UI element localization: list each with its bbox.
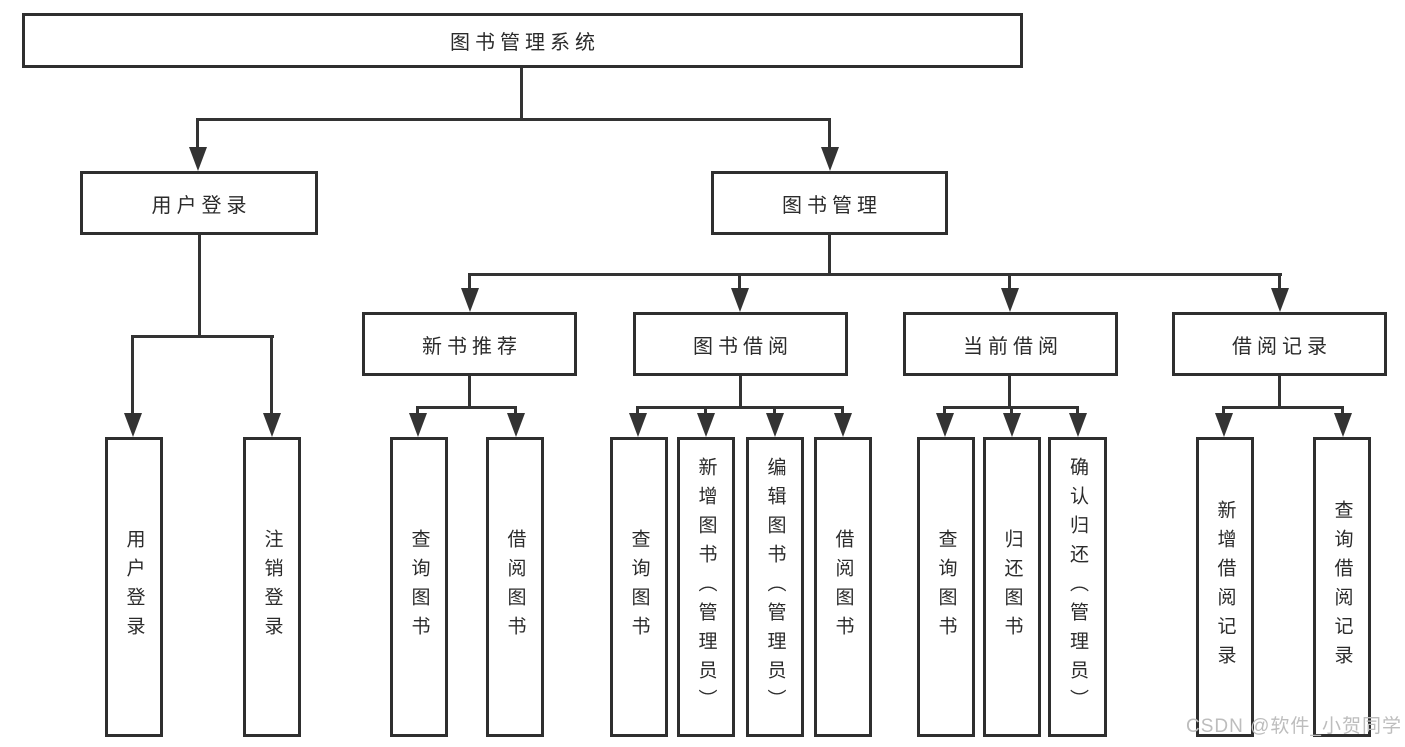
- connector-line: [828, 118, 831, 147]
- connector-line: [773, 406, 776, 413]
- connector-line: [131, 335, 274, 338]
- arrow-down-icon: [189, 147, 207, 171]
- arrow-down-icon: [834, 413, 852, 437]
- leaf-logout-login-label: 注销登录: [261, 529, 283, 645]
- arrow-down-icon: [1215, 413, 1233, 437]
- leaf-return-books: 归还图书: [983, 437, 1041, 737]
- leaf-confirm-return-admin: 确认归还（管理员）: [1048, 437, 1107, 737]
- arrow-down-icon: [124, 413, 142, 437]
- leaf-borrow-books-a: 借阅图书: [486, 437, 544, 737]
- leaf-query-books-c: 查询图书: [917, 437, 975, 737]
- node-book-borrow: 图书借阅: [633, 312, 848, 376]
- connector-line: [1278, 376, 1281, 407]
- leaf-add-books-admin: 新增图书（管理员）: [677, 437, 735, 737]
- node-root-label: 图书管理系统: [450, 32, 600, 54]
- arrow-down-icon: [697, 413, 715, 437]
- leaf-confirm-return-admin-label: 确认归还（管理员）: [1067, 456, 1088, 718]
- connector-line: [943, 406, 946, 413]
- connector-line: [828, 233, 831, 273]
- connector-line: [1008, 273, 1011, 288]
- arrow-down-icon: [1001, 288, 1019, 312]
- leaf-query-books-b-label: 查询图书: [628, 529, 650, 645]
- leaf-borrow-books-b-label: 借阅图书: [832, 529, 854, 645]
- connector-line: [514, 406, 517, 413]
- connector-line: [1076, 406, 1079, 413]
- arrow-down-icon: [461, 288, 479, 312]
- connector-line: [1278, 273, 1281, 288]
- node-book-management-label: 图书管理: [782, 194, 882, 217]
- node-root: 图书管理系统: [22, 13, 1023, 68]
- connector-line: [468, 273, 1282, 276]
- arrow-down-icon: [507, 413, 525, 437]
- connector-line: [131, 335, 134, 413]
- arrow-down-icon: [1003, 413, 1021, 437]
- connector-line: [841, 406, 844, 413]
- connector-line: [739, 376, 742, 406]
- node-new-book-recommend-label: 新书推荐: [422, 335, 522, 358]
- node-book-borrow-label: 图书借阅: [693, 335, 793, 358]
- arrow-down-icon: [766, 413, 784, 437]
- node-user-login-label: 用户登录: [151, 194, 252, 217]
- node-new-book-recommend: 新书推荐: [362, 312, 577, 376]
- arrow-down-icon: [1271, 288, 1289, 312]
- connector-line: [468, 273, 471, 288]
- node-current-borrow-label: 当前借阅: [963, 335, 1063, 358]
- leaf-query-borrow-record: 查询借阅记录: [1313, 437, 1371, 737]
- leaf-borrow-books-a-label: 借阅图书: [504, 529, 526, 645]
- node-borrow-records: 借阅记录: [1172, 312, 1387, 376]
- arrow-down-icon: [629, 413, 647, 437]
- arrow-down-icon: [936, 413, 954, 437]
- connector-line: [1008, 376, 1011, 406]
- connector-line: [1341, 406, 1344, 413]
- connector-line: [270, 335, 273, 413]
- leaf-user-login: 用户登录: [105, 437, 163, 737]
- leaf-query-borrow-record-label: 查询借阅记录: [1331, 500, 1353, 674]
- connector-line: [704, 406, 707, 413]
- node-book-management: 图书管理: [711, 171, 948, 235]
- connector-line: [1222, 406, 1344, 409]
- leaf-add-borrow-record-label: 新增借阅记录: [1214, 500, 1236, 674]
- connector-line: [468, 376, 471, 406]
- connector-line: [197, 118, 831, 121]
- arrow-down-icon: [1334, 413, 1352, 437]
- leaf-add-books-admin-label: 新增图书（管理员）: [695, 456, 717, 718]
- connector-line: [196, 118, 199, 147]
- leaf-query-books-a: 查询图书: [390, 437, 448, 737]
- connector-line: [520, 68, 523, 118]
- connector-line: [198, 235, 201, 335]
- connector-line: [1222, 406, 1225, 413]
- leaf-query-books-c-label: 查询图书: [935, 529, 957, 645]
- connector-line: [636, 406, 844, 409]
- arrow-down-icon: [409, 413, 427, 437]
- node-current-borrow: 当前借阅: [903, 312, 1118, 376]
- leaf-borrow-books-b: 借阅图书: [814, 437, 872, 737]
- leaf-add-borrow-record: 新增借阅记录: [1196, 437, 1254, 737]
- node-user-login: 用户登录: [80, 171, 318, 235]
- csdn-watermark: CSDN @软件_小贺同学: [1186, 716, 1402, 737]
- connector-line: [1010, 406, 1013, 413]
- leaf-user-login-label: 用户登录: [123, 529, 145, 645]
- node-borrow-records-label: 借阅记录: [1232, 335, 1332, 358]
- leaf-edit-books-admin: 编辑图书（管理员）: [746, 437, 804, 737]
- arrow-down-icon: [263, 413, 281, 437]
- connector-line: [416, 406, 517, 409]
- arrow-down-icon: [731, 288, 749, 312]
- leaf-query-books-b: 查询图书: [610, 437, 668, 737]
- connector-line: [636, 406, 639, 413]
- arrow-down-icon: [1069, 413, 1087, 437]
- connector-line: [416, 406, 419, 413]
- leaf-logout-login: 注销登录: [243, 437, 301, 737]
- leaf-query-books-a-label: 查询图书: [408, 529, 430, 645]
- leaf-return-books-label: 归还图书: [1001, 529, 1023, 645]
- arrow-down-icon: [821, 147, 839, 171]
- leaf-edit-books-admin-label: 编辑图书（管理员）: [764, 456, 786, 718]
- connector-line: [738, 273, 741, 288]
